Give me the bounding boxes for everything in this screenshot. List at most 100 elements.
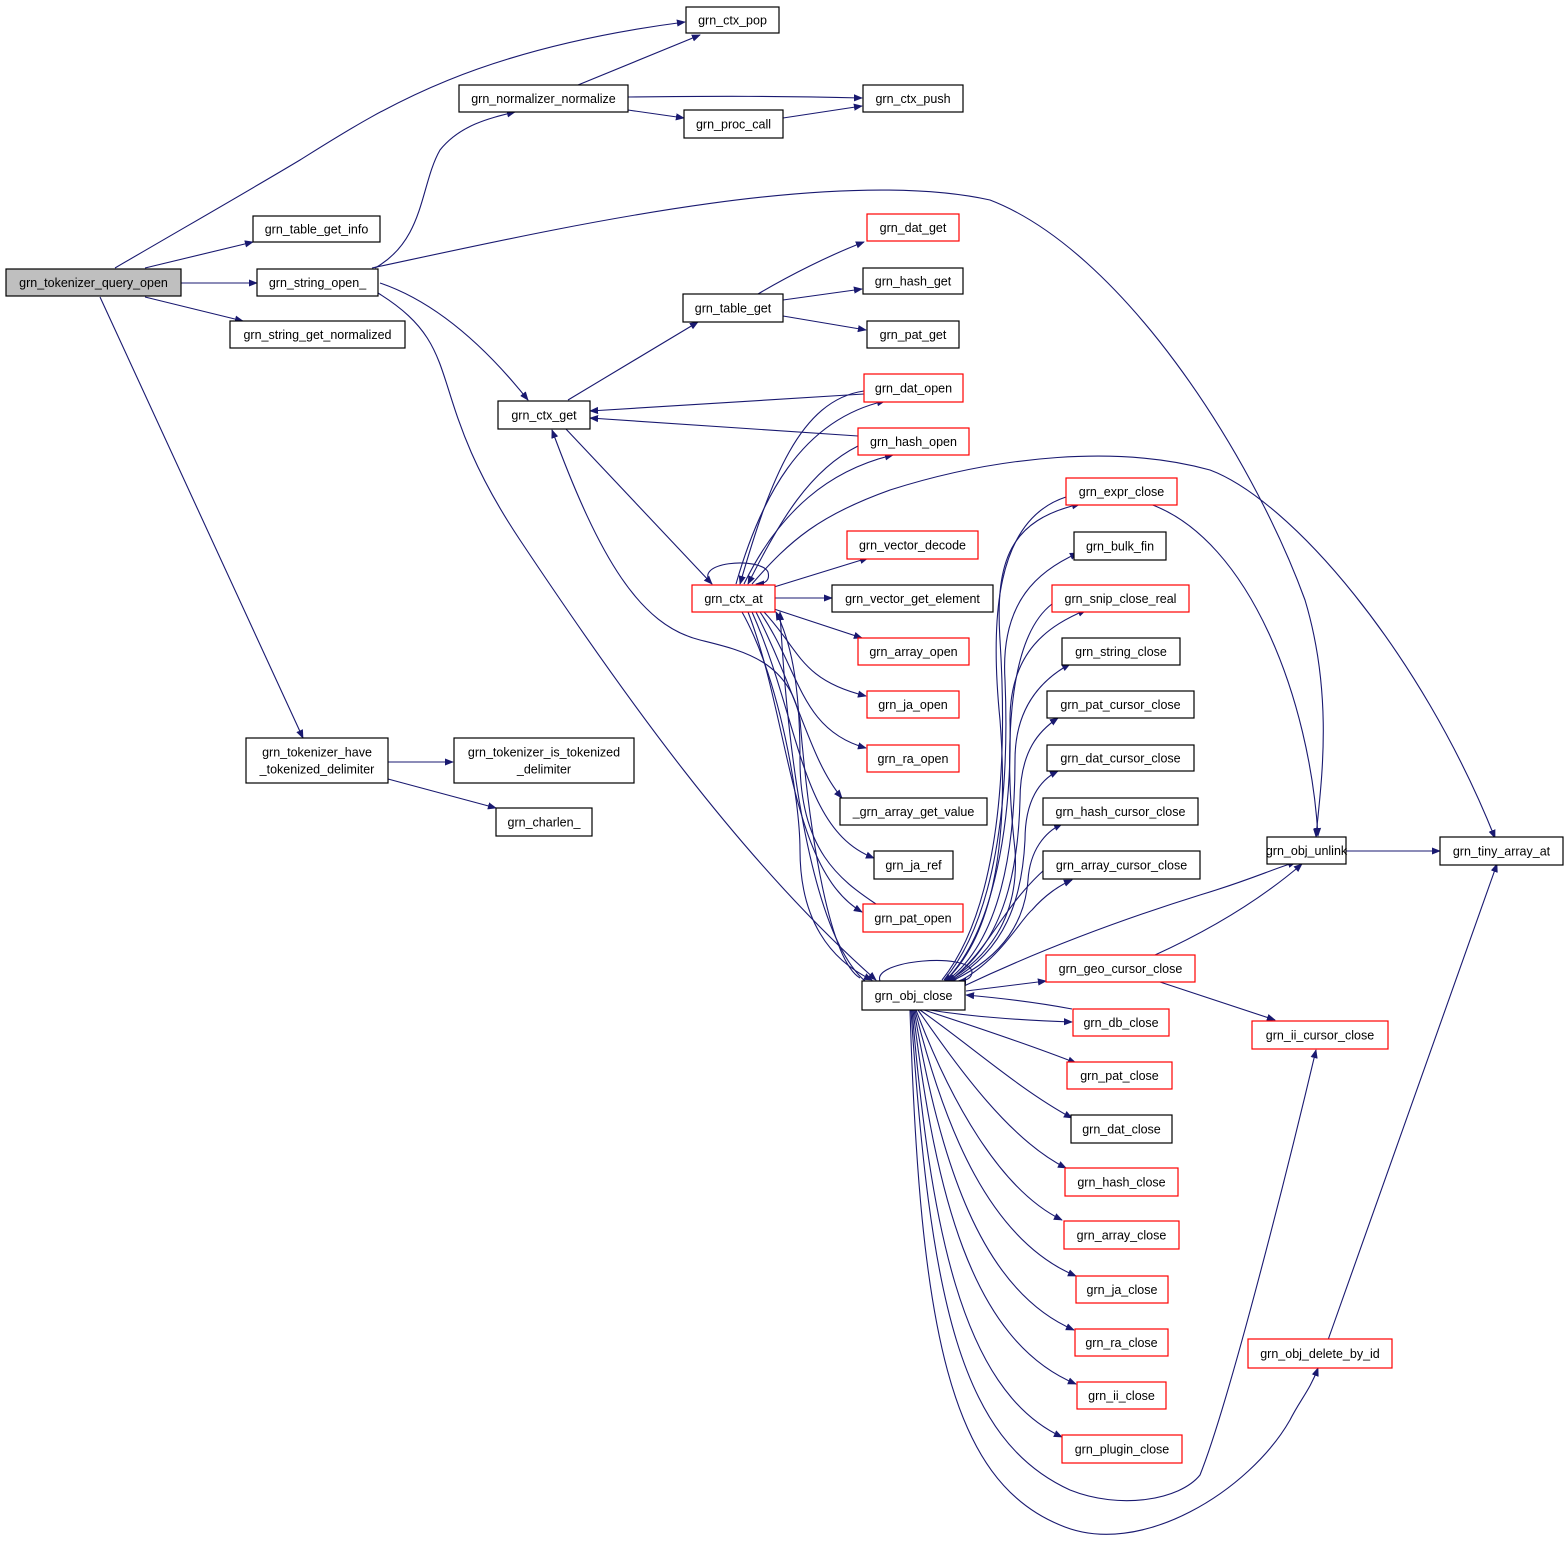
node-label: grn_table_get_info [265,223,369,237]
node-box [1070,1114,1173,1144]
node-label: _delimiter [516,763,571,777]
node-obj-unlink: grn_obj_unlink [1266,836,1348,865]
edge-query-open-to-have-delim [99,296,304,739]
edge-obj-close-to-string-close [947,663,1071,981]
edge-ctx-at-to-dat-open [735,399,886,585]
node-label: grn_hash_close [1077,1176,1165,1190]
node-bulk-fin: grn_bulk_fin [1073,531,1167,561]
edge-ctx-get-to-ctx-at [564,427,713,585]
node-box [857,637,970,666]
edge-normalizer-to-proc-call [627,109,685,121]
edge-ctx-at-to-vector-decode [773,556,869,588]
node-box [862,267,964,295]
edge-ctx-at-to-ja-ref [751,611,875,859]
edge-hash-open-to-ctx-at [747,445,859,585]
edge-geo-cursor-close-to-obj-unlink [1154,863,1303,956]
edge-obj-close-to-hash-cursor-close [953,823,1063,981]
node-normalizer-normalize: grn_normalizer_normalize [458,84,629,113]
edge-table-get-to-pat-get [782,315,867,333]
node-string-open: grn_string_open_ [256,268,379,297]
node-array-cursor-close: grn_array_cursor_close [1042,850,1201,880]
node-box [1076,1381,1167,1410]
node-have-delim: grn_tokenizer_have_tokenized_delimiter [245,737,389,784]
node-label: grn_hash_get [875,275,952,289]
node-label: grn_tiny_array_at [1453,845,1551,859]
node-ctx-get: grn_ctx_get [497,400,591,430]
node-box [1045,954,1196,983]
node-ja-open: grn_ja_open [866,690,960,719]
node-table-get: grn_table_get [682,293,784,323]
node-table-get-info: grn_table_get_info [252,215,381,243]
node-label: grn_string_close [1075,645,1167,659]
call-edges [99,19,1498,1535]
node-box [1266,836,1347,865]
node-box [1046,690,1195,719]
node-box [861,980,966,1011]
edge-have-delim-to-charlen [387,778,497,810]
edge-ctx-at-to-obj-close [741,611,873,981]
node-box [453,737,635,784]
edge-expr-close-to-obj-close [943,496,1067,983]
edge-normalizer-to-ctx-push [627,94,863,102]
node-label: grn_dat_get [880,221,947,235]
node-label: grn_expr_close [1079,485,1165,499]
edge-obj-close-to-ii-cursor-close [910,1009,1318,1502]
edge-normalizer-to-ctx-pop [577,34,701,86]
node-ja-ref: grn_ja_ref [873,850,954,880]
node-box [1063,1220,1180,1250]
node-ctx-push: grn_ctx_push [862,84,964,113]
node-proc-call: grn_proc_call [683,109,784,139]
node-box [1075,1275,1169,1304]
node-label: grn_geo_cursor_close [1059,962,1183,976]
node-plugin-close: grn_plugin_close [1061,1434,1183,1464]
node-ii-cursor-close: grn_ii_cursor_close [1251,1020,1389,1050]
node-ra-close: grn_ra_close [1074,1328,1169,1357]
node-dat-cursor-close: grn_dat_cursor_close [1046,744,1195,772]
node-box [245,737,389,784]
node-box [862,84,964,113]
edge-ctx-at-to-hash-open [743,453,894,585]
node-label: grn_dat_cursor_close [1060,752,1180,766]
edge-string-open-to-normalizer [374,110,516,269]
edge-proc-call-to-ctx-push [782,103,863,119]
edge-query-open-to-table-get-info [144,240,254,269]
node-box [683,109,784,139]
node-dat-get: grn_dat_get [866,213,960,242]
node-snip-close-real: grn_snip_close_real [1051,584,1190,613]
node-box [1051,584,1190,613]
edge-obj-close-to-dat-cursor-close [951,770,1059,981]
node-is-tokenized: grn_tokenizer_is_tokenized_delimiter [453,737,635,784]
node-label: grn_ra_close [1085,1336,1157,1350]
edge-geo-cursor-close-to-ii-cursor-close [1159,981,1276,1021]
edge-array-cursor-close-to-obj-close [947,869,1045,983]
edge-dat-open-to-ctx-at [738,390,865,585]
node-label: grn_snip_close_real [1065,592,1177,606]
node-ctx-pop: grn_ctx_pop [685,6,780,34]
node-hash-close: grn_hash_close [1064,1167,1179,1197]
node-label: grn_ii_cursor_close [1266,1029,1374,1043]
node-vector-get-element: grn_vector_get_element [831,584,994,613]
node-box [1061,1434,1183,1464]
node-label: grn_pat_get [880,328,947,342]
node-label: grn_bulk_fin [1086,540,1154,554]
node-box [866,213,960,242]
node-box [866,320,960,349]
edge-obj-close-to-ja-close [914,1009,1077,1277]
node-box [1046,744,1195,772]
edge-ctx-at-to-ra-open [759,611,867,750]
node-geo-cursor-close: grn_geo_cursor_close [1045,954,1196,983]
node-label: grn_hash_open [870,435,957,449]
node-box [866,690,960,719]
node-hash-open: grn_hash_open [857,427,970,456]
edge-hash-open-to-ctx-get [589,414,859,437]
edge-obj-close-self [879,959,973,985]
node-box [839,797,988,826]
node-label: _tokenized_delimiter [259,763,375,777]
node-label: grn_array_close [1077,1229,1167,1243]
node-hash-cursor-close: grn_hash_cursor_close [1042,797,1199,826]
node-label: grn_normalizer_normalize [471,92,616,106]
edge-obj-close-to-ctx-get [551,429,861,979]
node-box [1247,1338,1393,1369]
node-charlen: grn_charlen_ [495,807,593,837]
node-query-open: grn_tokenizer_query_open [5,268,182,297]
